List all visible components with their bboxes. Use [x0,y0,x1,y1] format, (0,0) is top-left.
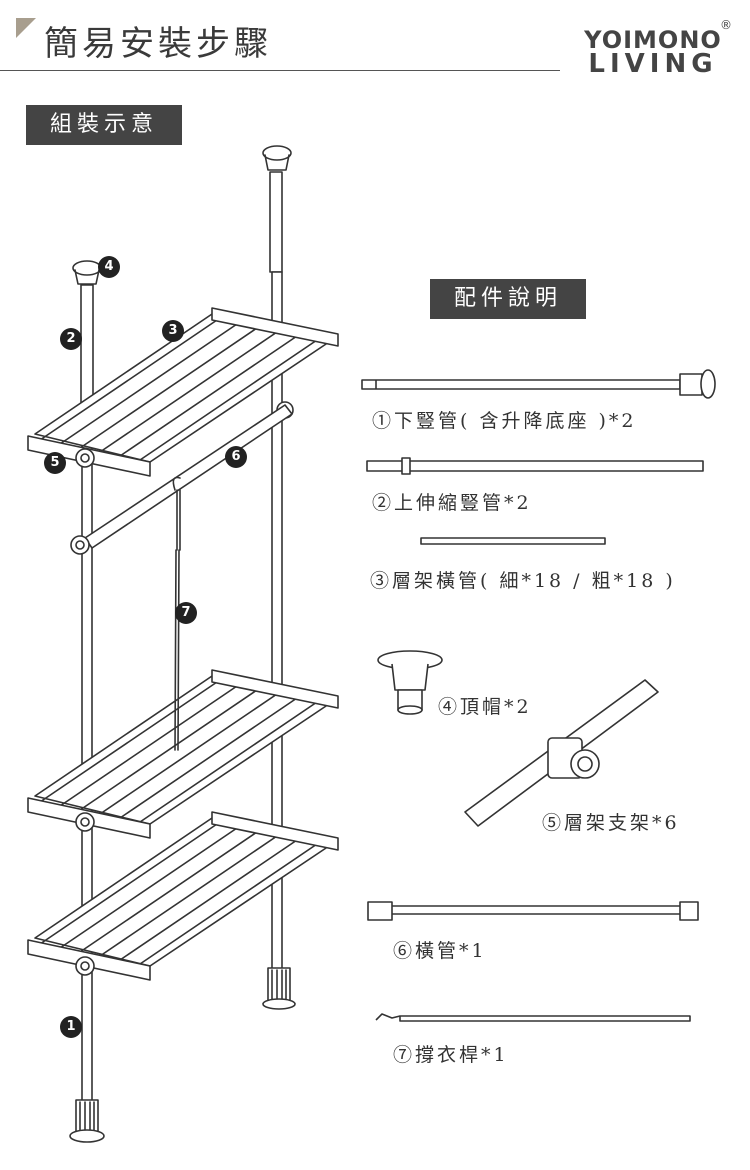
header-rule [0,70,560,71]
part-label-2: ②上伸縮豎管*2 [372,492,532,514]
part-label-1: ①下豎管( 含升降底座 )*2 [372,410,637,432]
badge-3: 3 [162,320,184,342]
brand-logo: YOIMONO LIVING ® [578,18,732,79]
part-cross-pipe [367,901,699,921]
logo-line1: YOIMONO [584,26,722,54]
part-label-5: ⑤層架支架*6 [542,812,680,834]
part-upper-post [366,457,704,475]
part-top-cap [377,650,443,715]
logo-line2: LIVING [588,49,718,79]
part-label-6: ⑥橫管*1 [393,940,487,962]
badge-4: 4 [98,256,120,278]
badge-1: 1 [60,1016,82,1038]
header: 簡易安裝步驟 YOIMONO LIVING ® [0,0,750,80]
registered-mark: ® [720,18,732,32]
part-label-4: ④頂帽*2 [438,696,532,718]
corner-mark [16,18,36,38]
badge-2: 2 [60,328,82,350]
back-post [262,145,296,1010]
part-label-3: ③層架橫管( 細*18 / 粗*18 ) [370,570,676,592]
part-hanger-pole [375,1013,691,1022]
part-shelf-tube [420,537,606,545]
part-lower-post [361,369,716,399]
badge-5: 5 [44,452,66,474]
badge-7: 7 [175,602,197,624]
page-title: 簡易安裝步驟 [44,24,272,64]
badge-6: 6 [225,446,247,468]
shelf-bottom [27,811,339,981]
assembly-tag: 組裝示意 [26,105,182,145]
cross-pipe [70,404,293,555]
parts-tag: 配件說明 [430,279,586,319]
hanger-pole [172,476,181,751]
part-shelf-bracket [464,679,659,827]
part-label-7: ⑦撐衣桿*1 [393,1044,509,1066]
